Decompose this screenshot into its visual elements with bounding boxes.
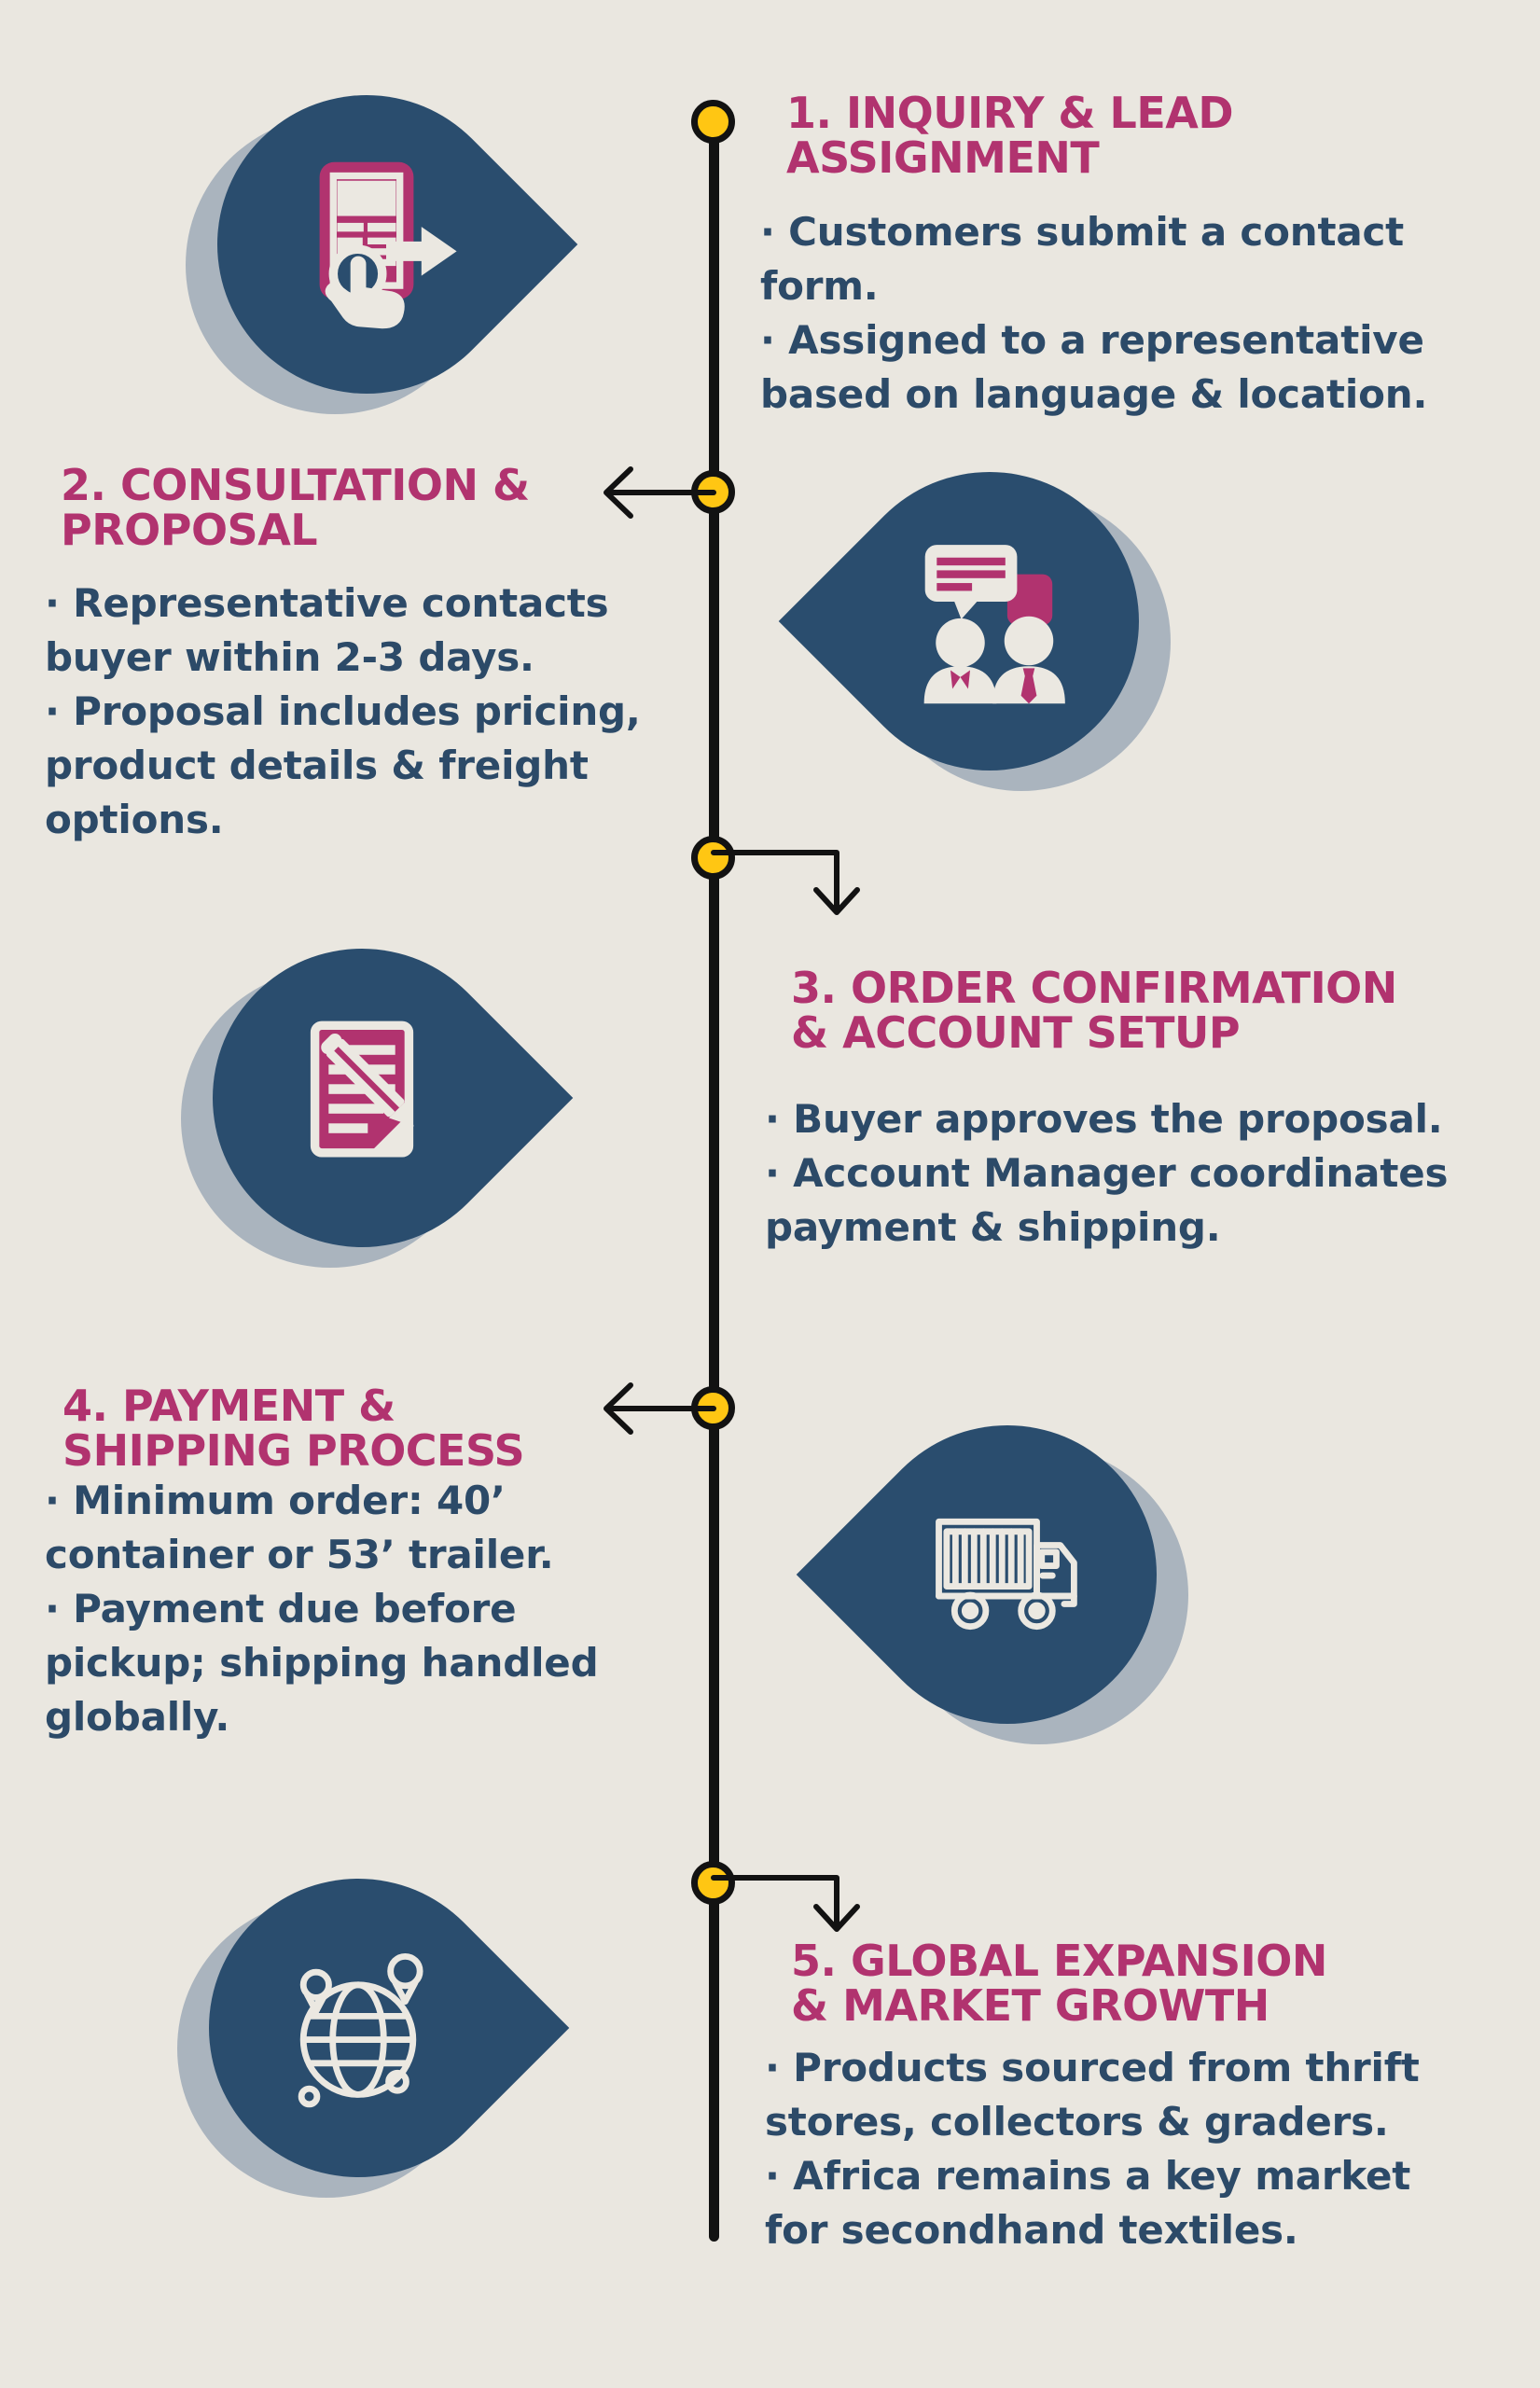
timeline-dot-3 [691, 836, 735, 880]
step5-title: 5. GLOBAL EXPANSION & MARKET GROWTH [791, 1936, 1327, 2031]
timeline-spine [709, 122, 719, 2242]
arrow-elbow-step5-icon [711, 1875, 860, 1932]
timeline-dot-1 [691, 100, 735, 144]
timeline-dot-5 [691, 1861, 735, 1905]
step4-title: 4. PAYMENT & SHIPPING PROCESS [62, 1381, 525, 1476]
step3-title: 3. ORDER CONFIRMATION & ACCOUNT SETUP [791, 963, 1397, 1058]
step2-title: 2. CONSULTATION & PROPOSAL [61, 460, 530, 555]
arrow-elbow-step3-icon [711, 850, 860, 915]
step1-body: · Customers submit a contact form. · Ass… [760, 209, 1428, 417]
step3-body: · Buyer approves the proposal. · Account… [765, 1096, 1449, 1250]
globe-pins-icon [298, 1952, 423, 2108]
document-pencil-icon [310, 1020, 414, 1158]
step4-body: · Minimum order: 40’ container or 53’ tr… [45, 1478, 599, 1740]
arrow-left-step4-icon [604, 1382, 716, 1435]
step5-body: · Products sourced from thrift stores, c… [765, 2045, 1420, 2253]
step2-body: · Representative contacts buyer within 2… [45, 580, 641, 842]
step3-icon-badge [118, 886, 574, 1330]
step1-icon-badge [123, 33, 578, 477]
truck-icon [936, 1518, 1077, 1631]
arrow-left-step2-icon [604, 466, 716, 519]
consultation-icon [923, 545, 1065, 704]
tap-form-icon [319, 161, 457, 329]
step2-icon-badge [778, 410, 1233, 854]
step4-icon-badge [796, 1363, 1251, 1807]
step1-title: 1. INQUIRY & LEAD ASSIGNMENT [786, 88, 1234, 183]
step5-icon-badge [115, 1816, 570, 2260]
